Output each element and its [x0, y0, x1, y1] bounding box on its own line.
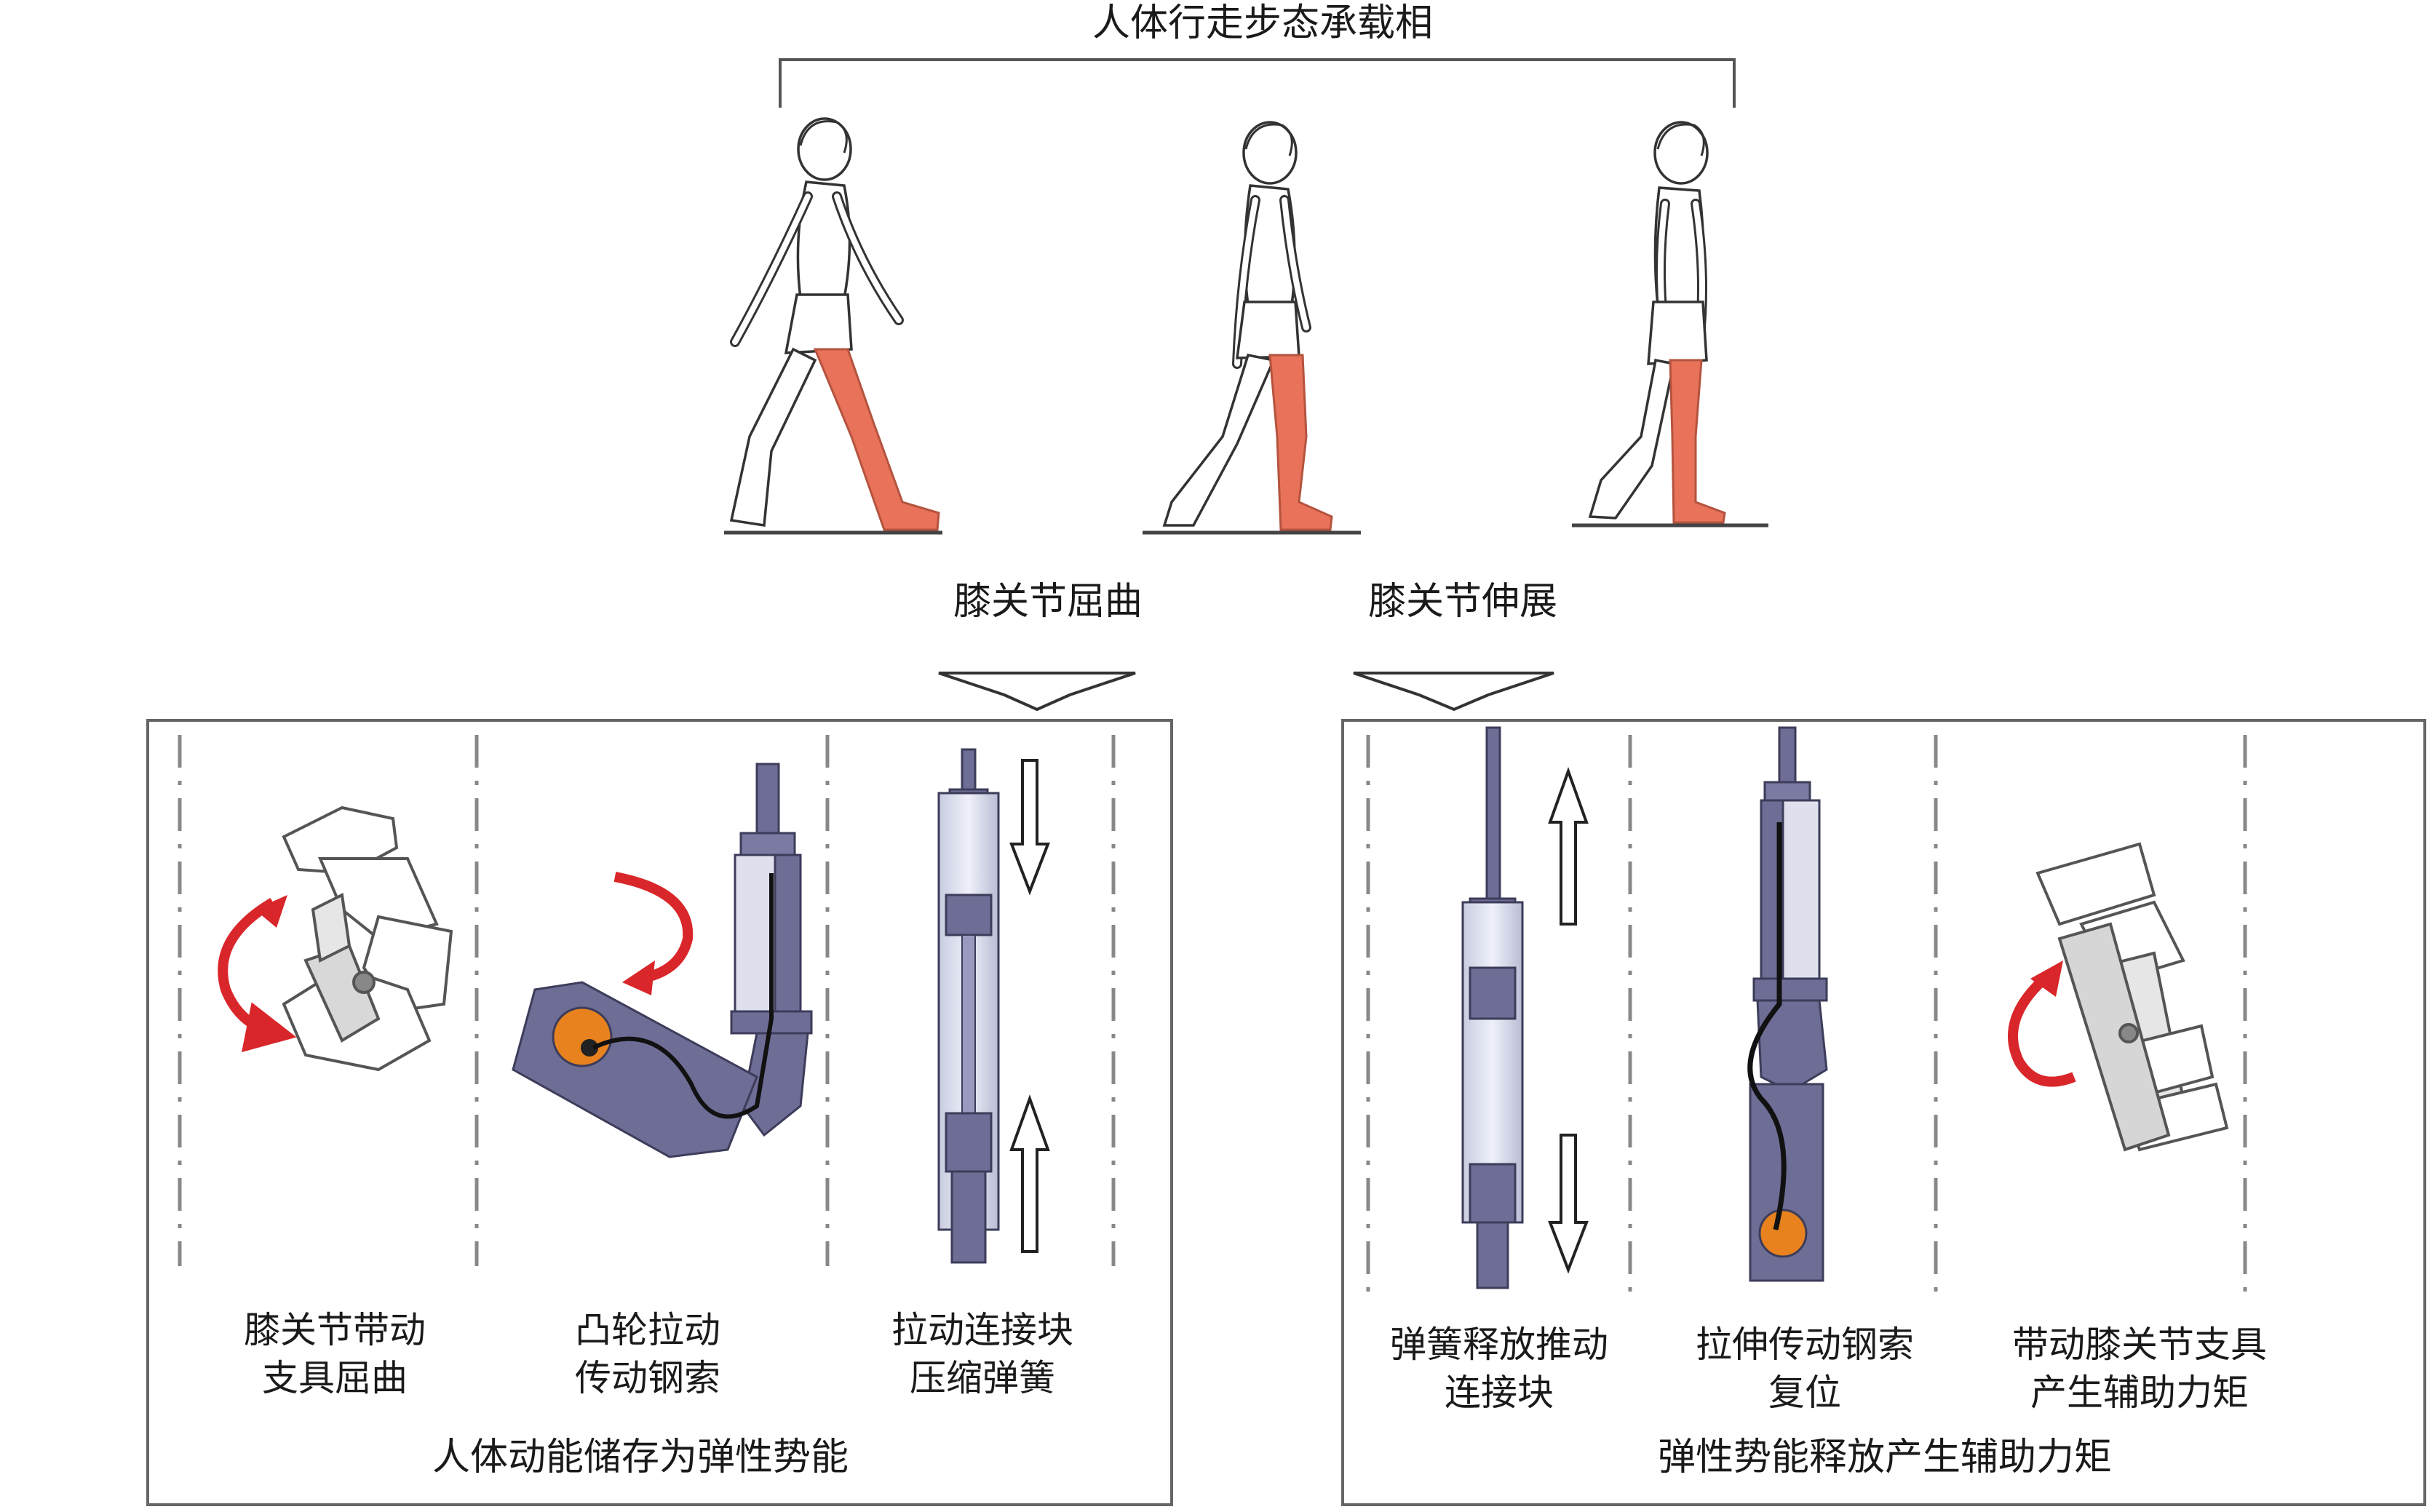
left-panel-title: 人体动能储存为弹性势能 — [432, 1436, 849, 1479]
flexion-down-arrow — [938, 672, 1136, 712]
rotation-arrow-icon — [2008, 971, 2076, 1087]
rotation-arrow-icon — [255, 895, 287, 928]
hollow-down-arrow-icon — [1009, 759, 1050, 896]
left-step-3-caption: 拉动连接块 压缩弹簧 — [891, 1309, 1073, 1399]
gait-phase-bracket — [779, 58, 1736, 108]
right-panel-frame — [1341, 719, 2426, 1506]
knee-brace-extended — [2035, 842, 2229, 1152]
knee-brace-flexed — [282, 805, 453, 1072]
gait-phase-title: 人体行走步态承载相 — [1092, 1, 1433, 45]
rotation-arrow-icon — [622, 960, 655, 995]
rotation-arrow-icon — [613, 872, 694, 984]
highlighted-leg — [1669, 359, 1726, 524]
spring-cylinder-compress — [937, 748, 1000, 1264]
knee-flexion-label: 膝关节屈曲 — [953, 580, 1143, 624]
extension-down-arrow — [1353, 672, 1554, 712]
hollow-up-arrow-icon — [1548, 767, 1589, 926]
left-step-2-caption: 凸轮拉动 传动钢索 — [575, 1309, 720, 1399]
right-step-2-caption: 拉伸传动钢索 复位 — [1696, 1324, 1914, 1414]
highlighted-leg — [813, 348, 940, 531]
rotation-arrow-icon — [218, 897, 297, 1053]
left-step-1-caption: 膝关节带动 支具屈曲 — [244, 1309, 426, 1399]
knee-extension-label: 膝关节伸展 — [1367, 580, 1557, 624]
dash-dot-separators — [178, 735, 2247, 1295]
cable-reset-mechanism — [1747, 726, 1828, 1282]
hollow-down-arrow-icon — [1548, 1134, 1589, 1274]
spring-cylinder-release — [1461, 726, 1524, 1289]
highlighted-leg — [1268, 354, 1333, 531]
walking-figure-1 — [724, 117, 942, 535]
walking-figure-3 — [1572, 121, 1768, 528]
walking-figure-2 — [1143, 121, 1361, 535]
hollow-up-arrow-icon — [1009, 1094, 1050, 1253]
right-step-3-caption: 带动膝关节支具 产生辅助力矩 — [2012, 1324, 2267, 1414]
right-panel-title: 弹性势能释放产生辅助力矩 — [1657, 1436, 2112, 1479]
right-step-1-caption: 弹簧释放推动 连接块 — [1390, 1324, 1608, 1414]
left-panel-frame — [146, 719, 1173, 1506]
rotation-arrow-icon — [2030, 960, 2063, 997]
cam-cable-mechanism — [512, 763, 813, 1158]
